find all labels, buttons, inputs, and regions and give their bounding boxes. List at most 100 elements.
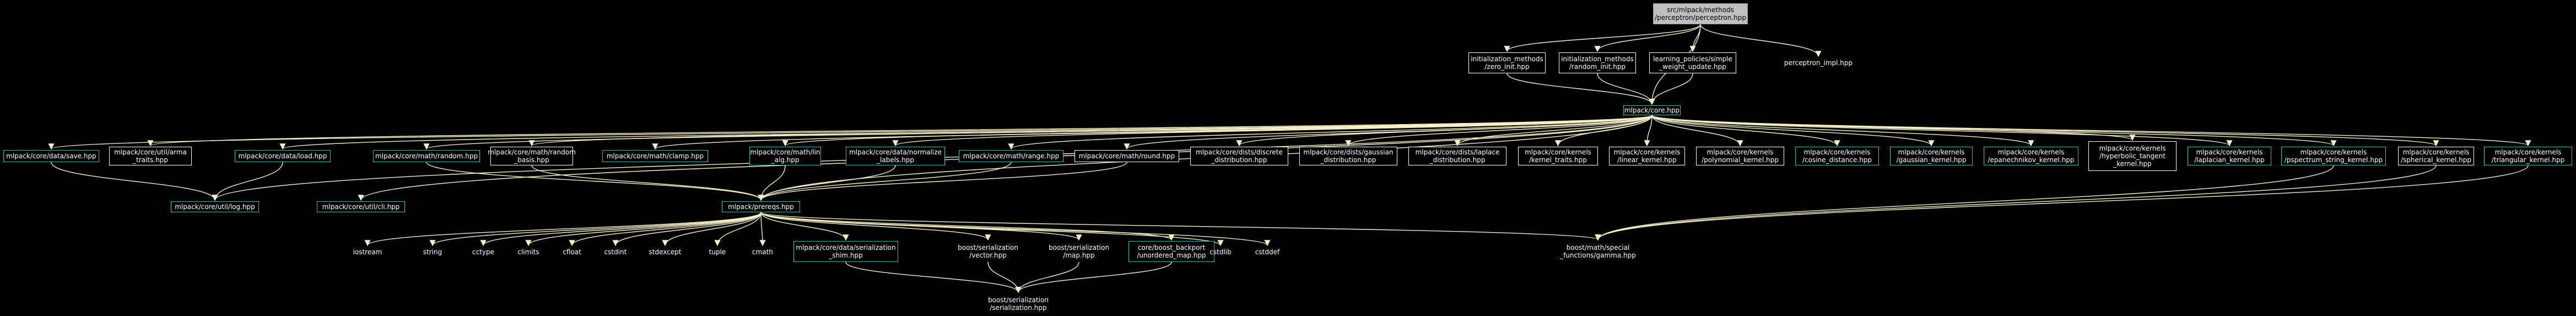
node-tuple: tuple: [709, 248, 726, 256]
node-string: string: [423, 248, 442, 256]
edge-lin-alg-to-prereqs: [758, 165, 786, 201]
node-cmath: cmath: [752, 248, 773, 256]
node-arma-traits: mlpack/core/util/arma _traits.hpp: [109, 147, 192, 165]
edge-save-to-log: [51, 162, 218, 201]
node-root: src/mlpack/methods /perceptron/perceptro…: [1653, 3, 1748, 24]
edge-core-to-linear-kernel: [1644, 115, 1652, 147]
edge-prereqs-to-unordered-map: [760, 212, 1175, 241]
node-laplacian[interactable]: mlpack/core/kernels /laplacian_kernel.hp…: [2188, 147, 2271, 165]
node-normalize-labels[interactable]: mlpack/core/data/normalize _labels.hpp: [846, 147, 945, 165]
edge-core-to-spherical: [1651, 115, 2439, 147]
edge-prereqs-to-cmath: [759, 212, 766, 247]
edge-math-random-to-prereqs: [426, 162, 764, 201]
node-lin-alg[interactable]: mlpack/core/math/lin _alg.hpp: [749, 147, 821, 165]
edge-prereqs-to-cfloat: [569, 212, 762, 247]
edge-core-to-lin-alg: [782, 115, 1652, 147]
node-round: mlpack/core/math/round.hpp: [1074, 150, 1179, 162]
node-unordered-map[interactable]: core/boost_backport /unordered_map.hpp: [1128, 241, 1214, 262]
node-linear-kernel: mlpack/core/kernels /linear_kernel.hpp: [1609, 147, 1685, 165]
edge-core-to-arma-traits: [148, 115, 1652, 147]
edge-zero-init-to-core: [1506, 73, 1655, 105]
node-simple-update: learning_policies/simple _weight_update.…: [1649, 52, 1736, 73]
edge-root-to-random-init: [1594, 24, 1701, 52]
edge-core-to-random-basis: [529, 115, 1652, 147]
node-cfloat: cfloat: [563, 248, 581, 256]
edge-normalize-labels-to-prereqs: [758, 165, 896, 201]
node-core[interactable]: mlpack/core.hpp: [1623, 105, 1681, 115]
edge-random-init-to-core: [1597, 73, 1655, 105]
edge-shim-to-serialization: [845, 261, 1022, 293]
edge-map-to-serialization: [1015, 261, 1079, 293]
edge-prereqs-to-string: [429, 212, 762, 247]
node-epanechnikov[interactable]: mlpack/core/kernels /epanechnikov_kernel…: [1984, 147, 2078, 165]
node-gaussian-kernel[interactable]: mlpack/core/kernels /gaussian_kernel.hpp: [1890, 147, 1973, 165]
node-climits: climits: [517, 248, 539, 256]
edge-spherical-to-gamma: [1595, 165, 2437, 241]
node-cstdlib: cstdlib: [1209, 248, 1232, 256]
edge-prereqs-to-cstdint: [612, 212, 762, 247]
edge-prereqs-to-stdexcept: [662, 212, 762, 247]
edge-round-to-prereqs: [758, 162, 1127, 201]
edge-core-to-epanechnikov: [1651, 115, 2034, 147]
edge-core-to-discrete: [1236, 115, 1652, 147]
node-cstddef: cstddef: [1255, 248, 1280, 256]
node-discrete: mlpack/core/dists/discrete _distribution…: [1190, 147, 1288, 165]
edge-core-to-normalize-labels: [892, 115, 1652, 147]
node-triangular[interactable]: mlpack/core/kernels /triangular_kernel.h…: [2484, 147, 2572, 165]
node-polynomial: mlpack/core/kernels /polynomial_kernel.h…: [1696, 147, 1784, 165]
edge-prereqs-to-climits: [525, 212, 762, 247]
edge-triangular-to-gamma: [1595, 165, 2529, 241]
edge-range-to-prereqs: [758, 162, 1012, 201]
edge-core-to-polynomial: [1651, 115, 1743, 147]
node-cosine[interactable]: mlpack/core/kernels /cosine_distance.hpp: [1795, 147, 1879, 165]
edge-load-to-log: [212, 162, 283, 201]
node-spherical: mlpack/core/kernels /spherical_kernel.hp…: [2398, 147, 2474, 165]
edge-prereqs-to-iostream: [364, 212, 762, 247]
edge-core-to-laplacian: [1651, 115, 2233, 147]
node-cctype: cctype: [472, 248, 494, 256]
node-random-basis: mlpack/core/math/random _basis.hpp: [488, 147, 576, 165]
edge-simple-update-to-core: [1649, 73, 1693, 105]
node-shim[interactable]: mlpack/core/data/serialization _shim.hpp: [793, 241, 898, 262]
edge-prereqs-to-cctype: [480, 212, 762, 247]
edge-pspectrum-to-gamma: [1595, 165, 2334, 241]
edge-core-to-range: [1008, 115, 1652, 150]
node-pspectrum[interactable]: mlpack/core/kernels /pspectrum_string_ke…: [2281, 147, 2386, 165]
node-stdexcept: stdexcept: [649, 248, 682, 256]
node-iostream: iostream: [353, 248, 382, 256]
edge-core-to-save: [48, 115, 1652, 150]
edge-vector-to-serialization: [987, 261, 1022, 293]
edge-core-to-gaussian-kernel: [1651, 115, 1935, 147]
node-save[interactable]: mlpack/core/data/save.hpp: [3, 150, 99, 162]
edge-prereqs-to-vector: [760, 212, 991, 241]
edge-core-to-pspectrum: [1651, 115, 2337, 147]
node-cstdint: cstdint: [604, 248, 627, 256]
node-range[interactable]: mlpack/core/math/range.hpp: [959, 150, 1063, 162]
edge-prereqs-to-cstdlib: [760, 212, 1224, 247]
edge-prereqs-to-cstddef: [760, 212, 1271, 247]
edge-root-to-zero-init: [1504, 24, 1701, 52]
node-load[interactable]: mlpack/core/data/load.hpp: [235, 150, 331, 162]
node-clamp[interactable]: mlpack/core/math/clamp.hpp: [602, 150, 708, 162]
edge-random-basis-to-prereqs: [531, 165, 764, 201]
edge-unordered-map-to-serialization: [1015, 261, 1172, 293]
edge-prereqs-to-tuple: [714, 212, 762, 247]
edge-core-to-cosine: [1651, 115, 1840, 147]
node-gaussian-dist: mlpack/core/dists/gaussian _distribution…: [1299, 147, 1397, 165]
node-perceptron-impl: perceptron_impl.hpp: [1784, 59, 1853, 67]
node-vector: boost/serialization /vector.hpp: [958, 244, 1018, 259]
edge-core-to-triangular: [1651, 115, 2531, 147]
node-math-random[interactable]: mlpack/core/math/random.hpp: [373, 150, 480, 162]
node-zero-init: initialization_methods /zero_init.hpp: [1468, 52, 1546, 73]
node-prereqs[interactable]: mlpack/prereqs.hpp: [722, 201, 800, 212]
node-gamma: boost/math/special _functions/gamma.hpp: [1560, 244, 1636, 259]
node-map: boost/serialization /map.hpp: [1049, 244, 1109, 259]
edge-prereqs-to-shim: [760, 212, 849, 241]
edge-core-to-gaussian-dist: [1345, 115, 1652, 147]
edge-core-to-clamp: [652, 115, 1652, 150]
node-cli[interactable]: mlpack/core/util/cli.hpp: [317, 201, 405, 212]
node-kernel-traits: mlpack/core/kernels /kernel_traits.hpp: [1518, 147, 1598, 165]
node-log[interactable]: mlpack/core/util/log.hpp: [171, 201, 259, 212]
